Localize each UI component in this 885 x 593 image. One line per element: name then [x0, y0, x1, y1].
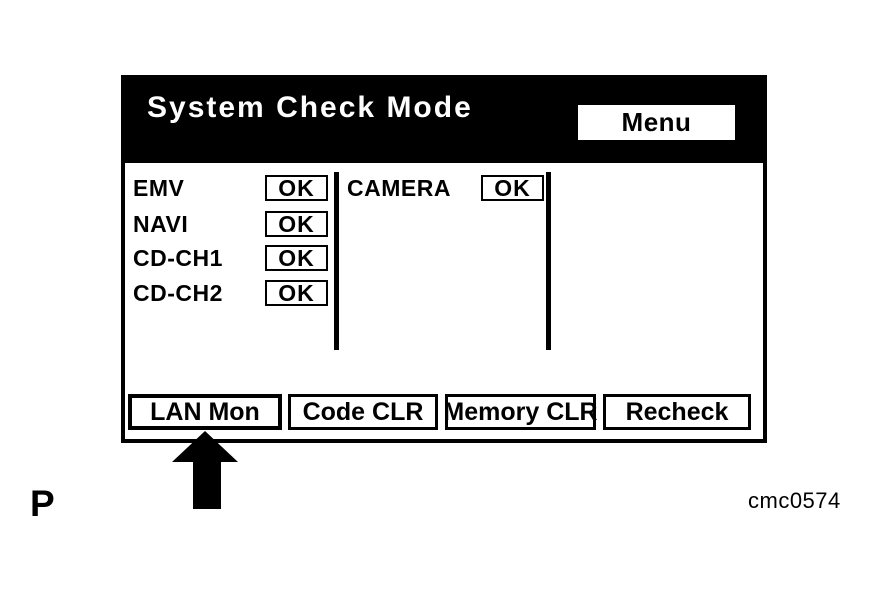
memory-clr-button[interactable]: Memory CLR	[443, 394, 598, 430]
page-label: P	[30, 483, 55, 524]
code-clr-button[interactable]: Code CLR	[288, 394, 438, 430]
system-label-cd-ch2: CD-CH2	[133, 280, 223, 306]
status-badge-cd-ch2: OK	[265, 280, 328, 306]
column-divider-2	[546, 172, 551, 350]
menu-button[interactable]: Menu	[578, 105, 735, 140]
status-badge-cd-ch1: OK	[265, 245, 328, 271]
system-check-screen: System Check Mode Menu EMV OK NAVI OK CD…	[121, 75, 767, 443]
status-badge-camera: OK	[481, 175, 544, 201]
screen-title: System Check Mode	[147, 91, 473, 124]
status-badge-emv: OK	[265, 175, 328, 201]
up-arrow-icon	[172, 431, 238, 509]
system-label-camera: CAMERA	[347, 175, 451, 201]
column-divider-1	[334, 172, 339, 350]
screen-header: System Check Mode Menu	[125, 79, 763, 163]
recheck-button[interactable]: Recheck	[603, 394, 751, 430]
lan-mon-button[interactable]: LAN Mon	[128, 394, 282, 430]
system-label-emv: EMV	[133, 175, 185, 201]
system-label-cd-ch1: CD-CH1	[133, 245, 223, 271]
status-badge-navi: OK	[265, 211, 328, 237]
system-label-navi: NAVI	[133, 211, 189, 237]
figure-code: cmc0574	[748, 488, 841, 513]
